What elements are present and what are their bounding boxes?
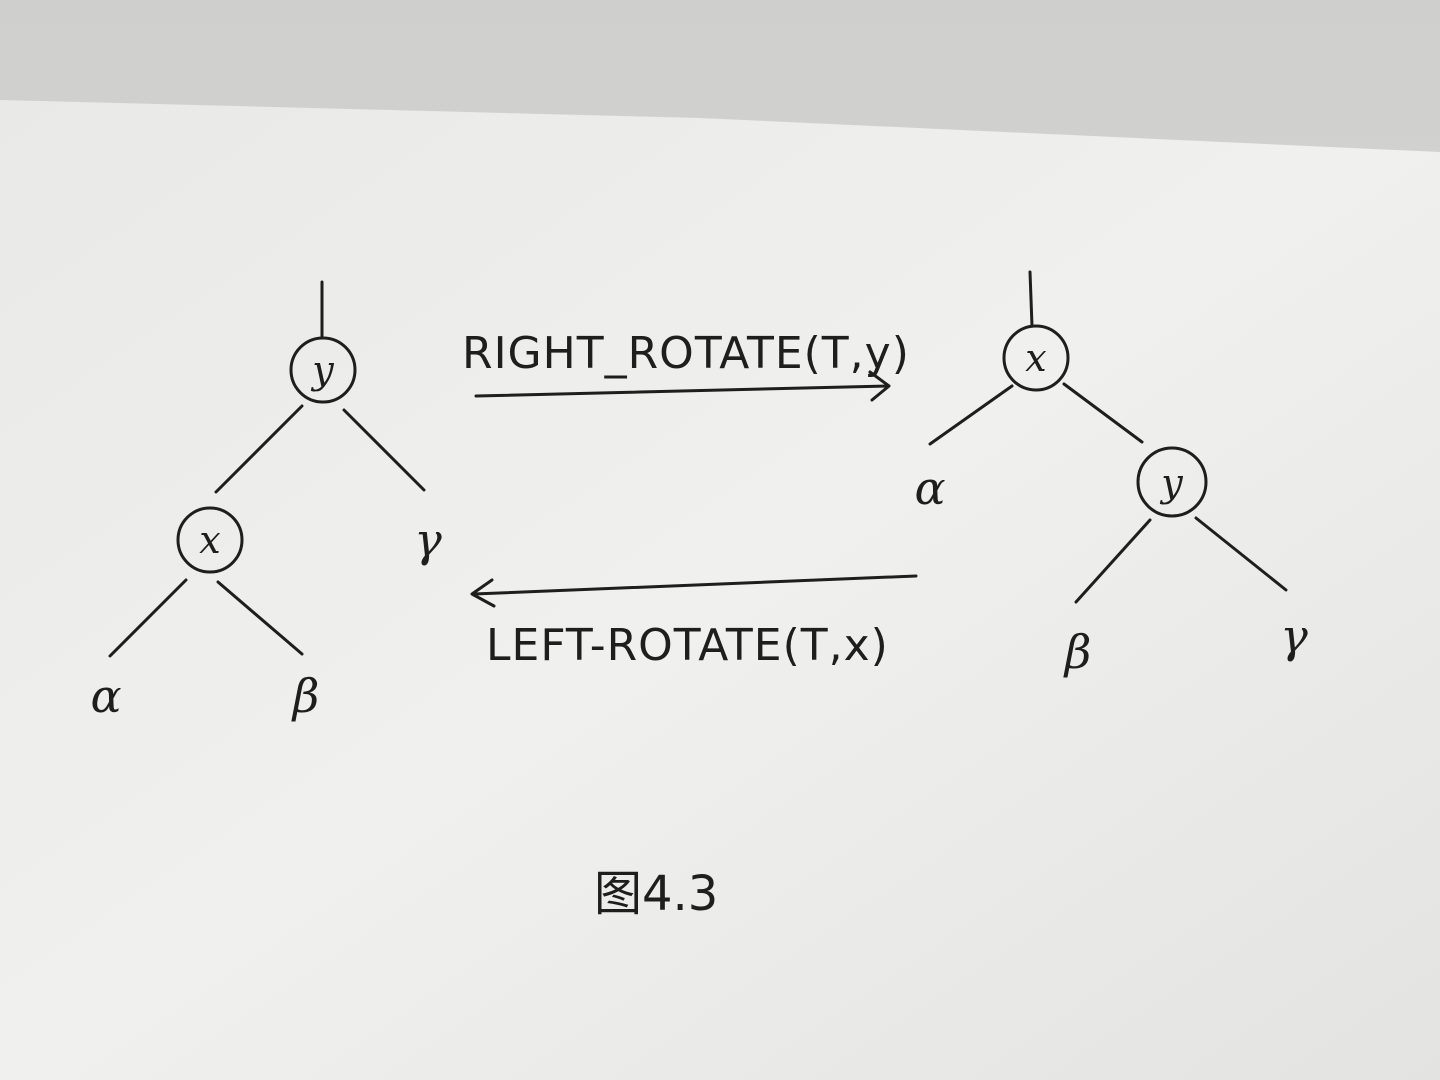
right-leaf-beta: β — [1063, 625, 1092, 679]
right-leaf-alpha: α — [914, 461, 945, 515]
right-inner-node — [1136, 446, 1208, 518]
right-inner-label: y — [1159, 461, 1183, 505]
right-root-label: x — [1025, 336, 1046, 380]
figure-caption: 图4.3 — [594, 866, 718, 922]
right-edge-inner-gamma — [1194, 516, 1288, 592]
left-leaf-beta: β — [291, 669, 320, 723]
left-tree: y x α β γ — [90, 280, 442, 723]
left-edge-inner-beta — [216, 580, 304, 656]
right-tree: x y α β γ — [914, 270, 1308, 679]
right-edge-root-alpha — [928, 384, 1014, 446]
left-leaf-gamma: γ — [414, 513, 442, 567]
right-rotate-arrowhead — [868, 370, 891, 402]
right-root-node — [1002, 324, 1070, 392]
left-leaf-alpha: α — [90, 669, 121, 723]
left-edge-root-inner — [214, 404, 304, 494]
left-root-node — [289, 336, 357, 404]
left-edge-inner-alpha — [108, 578, 188, 658]
right-edge-root-inner — [1062, 382, 1144, 444]
left-rotate-arrowhead — [470, 578, 496, 608]
left-edge-root-gamma — [342, 408, 426, 492]
right-rotate-label: RIGHT_ROTATE(T,y) — [462, 328, 910, 379]
left-inner-label: x — [199, 518, 220, 562]
left-rotate-label: LEFT-ROTATE(T,x) — [486, 620, 889, 671]
paper-sheet — [0, 100, 1440, 1080]
right-root-parent-edge — [1028, 270, 1034, 328]
left-root-label: y — [310, 348, 334, 392]
right-leaf-gamma: γ — [1280, 609, 1308, 663]
right-rotate-arrow-shaft — [474, 384, 890, 398]
right-edge-inner-beta — [1074, 518, 1152, 604]
left-rotate-arrow-shaft — [472, 574, 918, 596]
left-inner-node — [176, 506, 244, 574]
rotation-operations: RIGHT_ROTATE(T,y) LEFT-ROTATE(T,x) — [462, 328, 918, 671]
